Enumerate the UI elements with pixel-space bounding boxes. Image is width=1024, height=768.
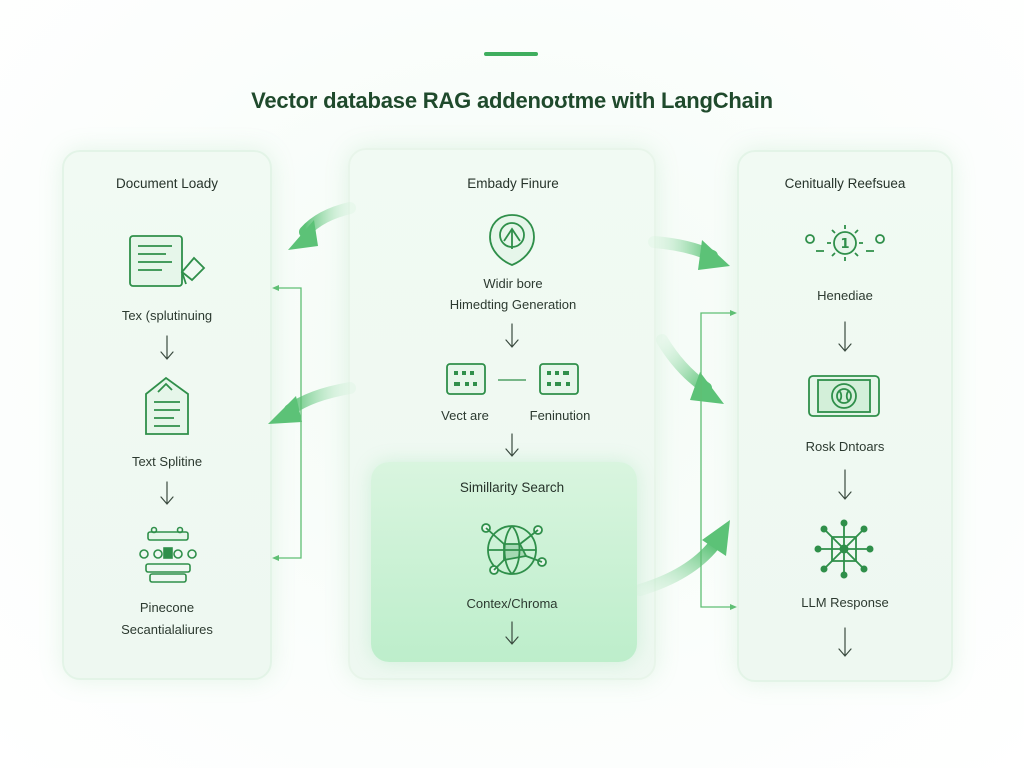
down-arrow-mid-3 (505, 621, 519, 645)
similarity-search-box (371, 462, 637, 662)
arrow-mid-to-left-top (288, 202, 356, 250)
down-arrow-mid-2 (505, 433, 519, 457)
vector-card-icon-right (539, 363, 579, 395)
vector-store-label: Vect are (441, 408, 489, 423)
henediae-label: Henediae (817, 288, 873, 303)
rosk-dntoars-label: Rosk Dntoars (805, 439, 885, 454)
text-splitter-label: Text Splitine (131, 454, 203, 469)
embedding-shield-icon (489, 214, 535, 266)
split-document-icon (145, 376, 189, 435)
down-arrow-left-1 (160, 335, 174, 360)
context-chroma-label: Contex/Chroma (466, 596, 558, 611)
sun-badge-icon: 1 (805, 225, 885, 261)
neural-network-icon (814, 519, 874, 579)
text-splitting-label: Tex (splutinuing (121, 308, 213, 323)
down-arrow-right-2 (838, 469, 852, 500)
right-bracket-connector (700, 310, 737, 610)
vector-card-icon-left (446, 363, 486, 395)
feninution-label: Feninution (529, 408, 591, 423)
response-panel-header: Cenitually Reefsuea (784, 176, 906, 191)
database-stack-icon (139, 526, 197, 583)
similarity-search-header: Simillarity Search (459, 480, 565, 495)
diagram-title: Vector database RAG addenoʊtme with Lang… (251, 88, 773, 113)
accent-bar (484, 52, 538, 56)
down-arrow-left-2 (160, 481, 174, 505)
globe-network-icon (481, 523, 547, 575)
down-arrow-right-3 (838, 627, 852, 657)
down-arrow-mid-1 (505, 323, 519, 348)
pinecone-label: Pinecone (139, 600, 195, 615)
arrow-mid-to-left-bottom (268, 382, 356, 424)
svg-text:1: 1 (840, 237, 849, 252)
embedding-generation-label: Himedting Generation (449, 297, 577, 312)
embedding-label-line1: Widir bore (483, 276, 543, 291)
arrow-mid-to-right-top (648, 236, 730, 270)
semantic-label: Secantialaliures (121, 622, 213, 637)
down-arrow-right-1 (838, 321, 852, 352)
arrow-search-to-right (634, 520, 730, 596)
embedding-header: Embady Finure (467, 176, 559, 191)
screen-coin-icon (808, 375, 880, 417)
document-loader-header: Document Loady (115, 176, 219, 191)
document-pen-icon (129, 235, 206, 287)
left-bracket-connector (272, 285, 302, 561)
llm-response-label: LLM Response (801, 595, 889, 610)
arrow-mid-to-right-middle (656, 334, 724, 404)
